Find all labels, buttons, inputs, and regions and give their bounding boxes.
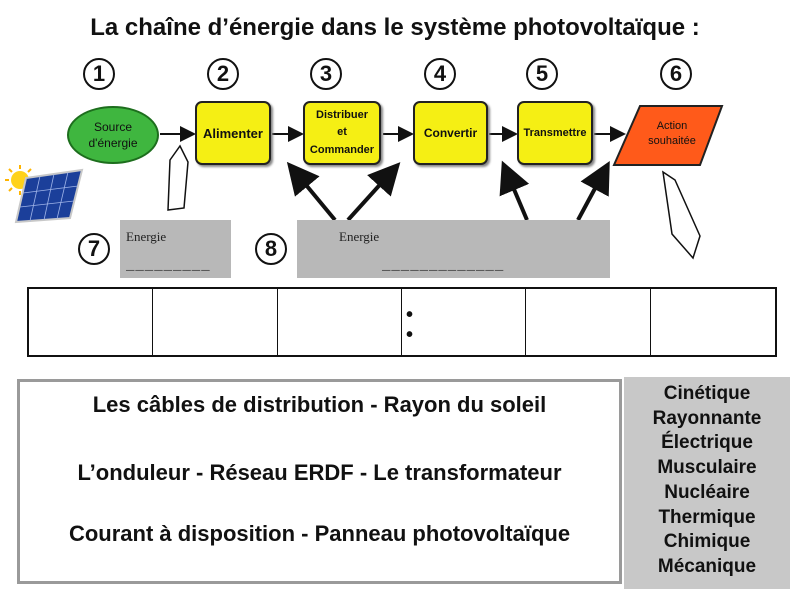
pointer-callout-2 (662, 170, 701, 260)
convertir-label: Convertir (423, 126, 478, 140)
word-bank-line-1: Les câbles de distribution - Rayon du so… (92, 392, 547, 417)
action-shape (612, 105, 724, 166)
energy-type-rayonnante: Rayonnante (652, 407, 762, 429)
energy-type-chimique: Chimique (663, 531, 751, 553)
energy-type-thermique: Thermique (658, 506, 756, 528)
transmettre-label: Transmettre (523, 127, 587, 139)
energy-type-electrique: Électrique (661, 432, 753, 454)
step-number-3: 3 (310, 58, 342, 90)
action-line2: souhaitée (648, 135, 696, 147)
action-line1: Action (656, 119, 688, 132)
word-bank-line-2: L’onduleur - Réseau ERDF - Le transforma… (77, 460, 562, 485)
energy-box-7-blank[interactable]: _________ (126, 258, 211, 274)
energy-box-8-label: Energie (339, 229, 380, 244)
energy-box-8-blank[interactable]: _____________ (382, 258, 505, 274)
answer-cell-2[interactable] (153, 289, 278, 355)
step-number-4: 4 (424, 58, 456, 90)
energy-type-cinetique: Cinétique (663, 383, 751, 404)
source-energie-ellipse: Source d'énergie (67, 106, 159, 164)
energy-type-musculaire: Musculaire (657, 457, 757, 479)
energy-arrow-to-alimenter (286, 161, 337, 222)
word-bank-line-3: Courant à disposition - Panneau photovol… (68, 521, 571, 546)
step-number-8: 8 (255, 233, 287, 265)
energy-type-mecanique: Mécanique (657, 555, 757, 577)
step-number-7: 7 (78, 233, 110, 265)
answer-cell-4[interactable]: •• (402, 289, 527, 355)
energy-box-8: Energie _____________ (297, 220, 610, 278)
answer-cell-6[interactable] (651, 289, 775, 355)
energy-arrow-to-action (576, 160, 610, 221)
step-number-1: 1 (83, 58, 115, 90)
function-convertir: Convertir (413, 101, 488, 165)
energy-box-7-label: Energie (126, 229, 167, 244)
energy-arrow-to-transmettre (499, 160, 530, 221)
energy-types-list: Cinétique Rayonnante Électrique Musculai… (624, 377, 790, 589)
energy-box-7: Energie _________ (120, 220, 231, 278)
pointer-callout-1 (167, 144, 189, 211)
bullet-2: • (406, 324, 414, 346)
energy-arrow-to-convertir (346, 162, 401, 222)
step-number-2: 2 (207, 58, 239, 90)
word-bank: Les câbles de distribution - Rayon du so… (17, 379, 622, 584)
alimenter-label: Alimenter (203, 125, 263, 141)
page-title: La chaîne d’énergie dans le système phot… (90, 14, 700, 41)
answer-cell-1[interactable] (29, 289, 154, 355)
action-souhaitee-label: Action souhaitée (622, 112, 722, 156)
source-label-line1: Source (93, 119, 133, 134)
bullet-1: • (406, 304, 414, 326)
distribuer-label: Distribuer (316, 109, 368, 122)
step-number-5: 5 (526, 58, 558, 90)
step-number-6: 6 (660, 58, 692, 90)
commander-label: Commander (309, 143, 375, 156)
function-alimenter: Alimenter (195, 101, 271, 165)
solar-panel-icon (14, 168, 84, 224)
answer-cell-3[interactable] (278, 289, 402, 355)
bullet-points: •• (406, 305, 413, 345)
answer-cell-5[interactable] (526, 289, 651, 355)
energy-type-nucleaire: Nucléaire (664, 481, 750, 503)
answer-table: •• (27, 287, 777, 357)
function-transmettre: Transmettre (517, 101, 593, 165)
source-label-line2: d'énergie (88, 136, 138, 150)
et-label: et (337, 126, 347, 139)
